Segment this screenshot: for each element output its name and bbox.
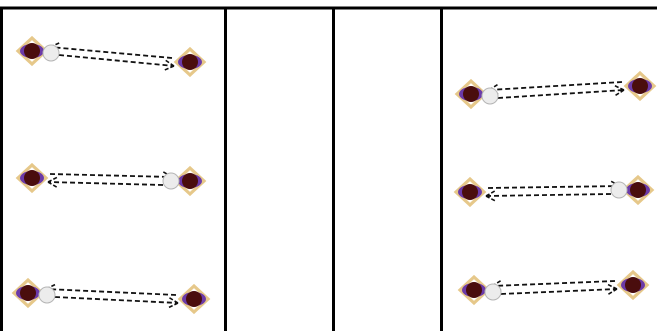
player-right-icon xyxy=(626,73,654,99)
left-pair-bottom xyxy=(14,280,208,312)
pass-arrow xyxy=(498,90,624,98)
player-right-icon xyxy=(619,272,647,298)
player-left-icon xyxy=(456,179,484,205)
player-left-icon xyxy=(14,280,42,306)
left-pair-middle xyxy=(18,165,204,194)
arrowhead xyxy=(606,284,617,289)
arrowhead xyxy=(167,303,178,308)
player-left-icon xyxy=(18,38,46,64)
player-left-icon xyxy=(460,277,488,303)
pass-arrow xyxy=(501,289,617,294)
ball-icon xyxy=(611,182,627,198)
return-arrow xyxy=(46,289,176,295)
player-right-icon xyxy=(176,168,204,194)
arrowhead xyxy=(163,66,174,71)
ball-icon xyxy=(39,287,55,303)
return-arrow xyxy=(50,174,172,177)
pass-arrow xyxy=(486,194,611,196)
ball-icon xyxy=(43,45,59,61)
player-right-icon xyxy=(180,286,208,312)
pass-arrow xyxy=(55,297,178,303)
pass-arrow xyxy=(59,55,174,66)
ball-icon xyxy=(485,284,501,300)
player-right-icon xyxy=(176,49,204,75)
ball-icon xyxy=(482,88,498,104)
player-right-icon xyxy=(624,177,652,203)
center-right-lane xyxy=(334,8,442,331)
return-arrow xyxy=(492,281,615,286)
player-left-icon xyxy=(18,165,46,191)
arrowhead xyxy=(613,85,624,90)
pass-arrow xyxy=(48,182,163,185)
arrowhead xyxy=(48,177,59,182)
right-pair-middle xyxy=(456,177,652,205)
arrowhead xyxy=(486,196,497,202)
player-left-icon xyxy=(457,81,485,107)
right-pair-top xyxy=(457,73,654,107)
center-left-lane xyxy=(226,8,334,331)
right-pair-bottom xyxy=(460,272,647,303)
left-pair-top xyxy=(18,38,204,75)
return-arrow xyxy=(488,186,620,188)
ball-icon xyxy=(163,173,179,189)
return-arrow xyxy=(489,82,622,90)
